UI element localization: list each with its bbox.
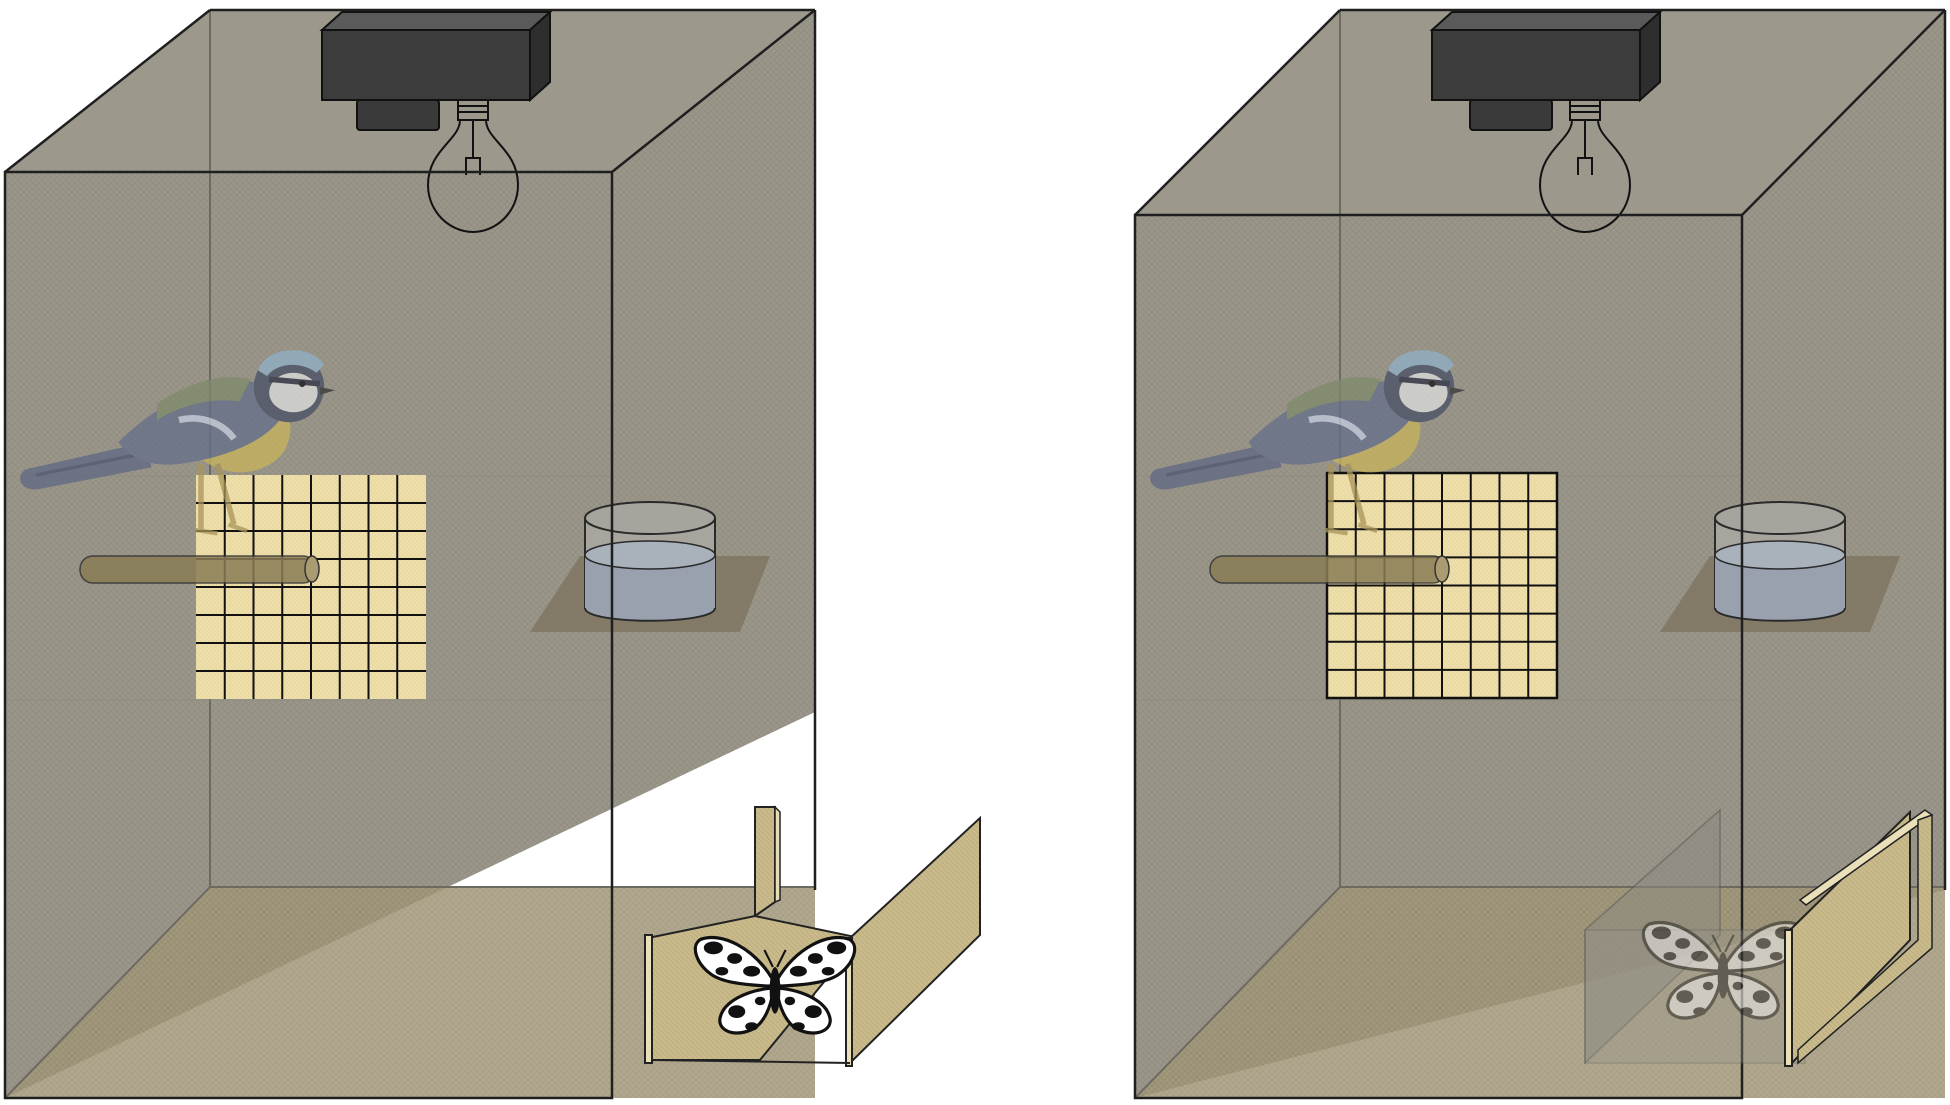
light-bulb-icon xyxy=(1538,99,1632,234)
perch-icon xyxy=(1209,555,1450,584)
cage-frame xyxy=(1133,8,1947,1100)
right-cage-panel xyxy=(1133,8,1947,1100)
cage-frame xyxy=(3,8,817,1100)
water-dish-icon xyxy=(584,501,716,622)
open-drawer xyxy=(644,805,981,1067)
grid-panel xyxy=(196,475,426,699)
perch-icon xyxy=(79,555,320,584)
grid-panel xyxy=(1325,471,1559,700)
closed-drawer xyxy=(1584,808,1934,1068)
light-bulb-icon xyxy=(426,99,520,234)
camera-icon xyxy=(319,9,553,131)
camera-icon xyxy=(1429,9,1663,131)
water-dish-icon xyxy=(1714,501,1846,622)
left-cage-panel xyxy=(3,8,981,1100)
